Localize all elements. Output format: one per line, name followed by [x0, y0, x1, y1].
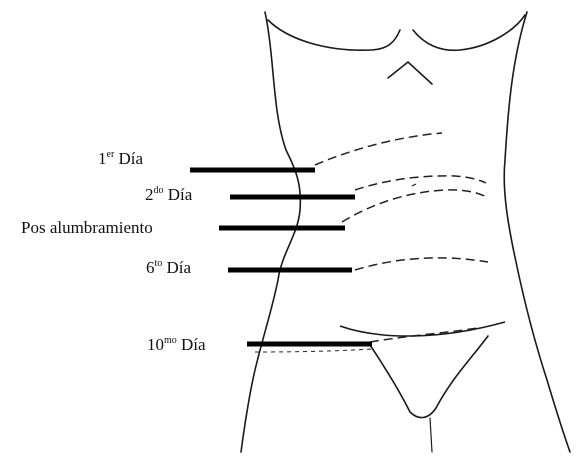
- fundus-curve-day1: [315, 133, 442, 165]
- label-day1-word: Día: [119, 149, 144, 168]
- fundus-curve-day10-lower: [255, 349, 372, 352]
- label-day2-word: Día: [168, 185, 193, 204]
- label-day10-word: Día: [181, 335, 206, 354]
- label-day1-number: 1: [98, 149, 107, 168]
- label-day10: 10mo Día: [147, 336, 206, 353]
- fundus-curve-post: [342, 190, 488, 222]
- chest-right-curve: [413, 15, 525, 50]
- torso-right-contour: [504, 12, 570, 452]
- fundus-curve-day6: [355, 258, 488, 270]
- fundus-curve-day2: [355, 176, 486, 190]
- label-day6-suffix: to: [155, 258, 163, 269]
- label-day6-word: Día: [167, 258, 192, 277]
- label-post-delivery: Pos alumbramiento: [21, 219, 153, 236]
- label-day2-number: 2: [145, 185, 154, 204]
- label-day10-number: 10: [147, 335, 164, 354]
- label-day10-suffix: mo: [164, 335, 177, 346]
- label-day1: 1er Día: [98, 150, 143, 167]
- chest-left-curve: [268, 20, 400, 50]
- label-post-text: Pos alumbramiento: [21, 218, 153, 237]
- torso-left-contour: [241, 12, 300, 452]
- label-day2-suffix: do: [154, 185, 164, 196]
- torso-outline: [241, 12, 570, 452]
- groin-line: [370, 336, 488, 418]
- sternum-chevron: [388, 62, 432, 84]
- label-day1-suffix: er: [107, 149, 115, 160]
- indicator-bars: [190, 170, 372, 344]
- small-mark: [412, 184, 416, 186]
- inner-thigh-line: [430, 418, 432, 452]
- label-day6-number: 6: [146, 258, 155, 277]
- label-day2: 2do Día: [145, 186, 192, 203]
- day10-solid-arc: [340, 322, 505, 336]
- label-day6: 6to Día: [146, 259, 191, 276]
